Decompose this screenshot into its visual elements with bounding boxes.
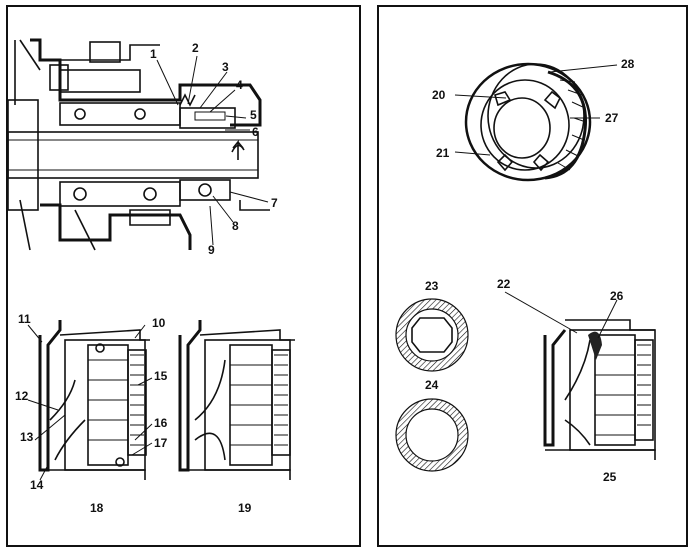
gearbox-section-drawing xyxy=(7,38,270,251)
callout-3: 3 xyxy=(222,60,229,74)
callout-14: 14 xyxy=(30,478,44,492)
callout-7: 7 xyxy=(271,196,278,210)
callout-11: 11 xyxy=(18,312,31,326)
callout-13: 13 xyxy=(20,430,34,444)
callout-17: 17 xyxy=(154,436,168,450)
callout-21: 21 xyxy=(436,146,450,160)
callout-5: 5 xyxy=(250,108,257,122)
callout-16: 16 xyxy=(154,416,168,430)
callout-22: 22 xyxy=(497,277,511,291)
callout-6: 6 xyxy=(252,125,259,139)
callout-1: 1 xyxy=(150,47,157,61)
callout-4: 4 xyxy=(236,78,243,92)
callout-9: 9 xyxy=(208,243,215,257)
callout-25: 25 xyxy=(603,470,617,484)
synchronizer-detail-18 xyxy=(27,320,153,481)
callout-15: 15 xyxy=(154,369,168,383)
callout-19: 19 xyxy=(238,501,252,515)
synchro-ring-drawing xyxy=(454,62,618,182)
callout-10: 10 xyxy=(152,316,166,330)
synchronizer-detail-19 xyxy=(178,320,295,480)
synchronizer-detail-25 xyxy=(504,291,656,460)
callout-26: 26 xyxy=(610,289,624,303)
callout-28: 28 xyxy=(621,57,635,71)
callout-23: 23 xyxy=(425,279,439,293)
ring-section-23 xyxy=(395,298,469,372)
callout-20: 20 xyxy=(432,88,446,102)
callout-12: 12 xyxy=(15,389,29,403)
callout-2: 2 xyxy=(192,41,199,55)
callout-18: 18 xyxy=(90,501,104,515)
callout-27: 27 xyxy=(605,111,619,125)
callout-8: 8 xyxy=(232,219,239,233)
callout-24: 24 xyxy=(425,378,439,392)
ring-section-24 xyxy=(395,398,469,472)
